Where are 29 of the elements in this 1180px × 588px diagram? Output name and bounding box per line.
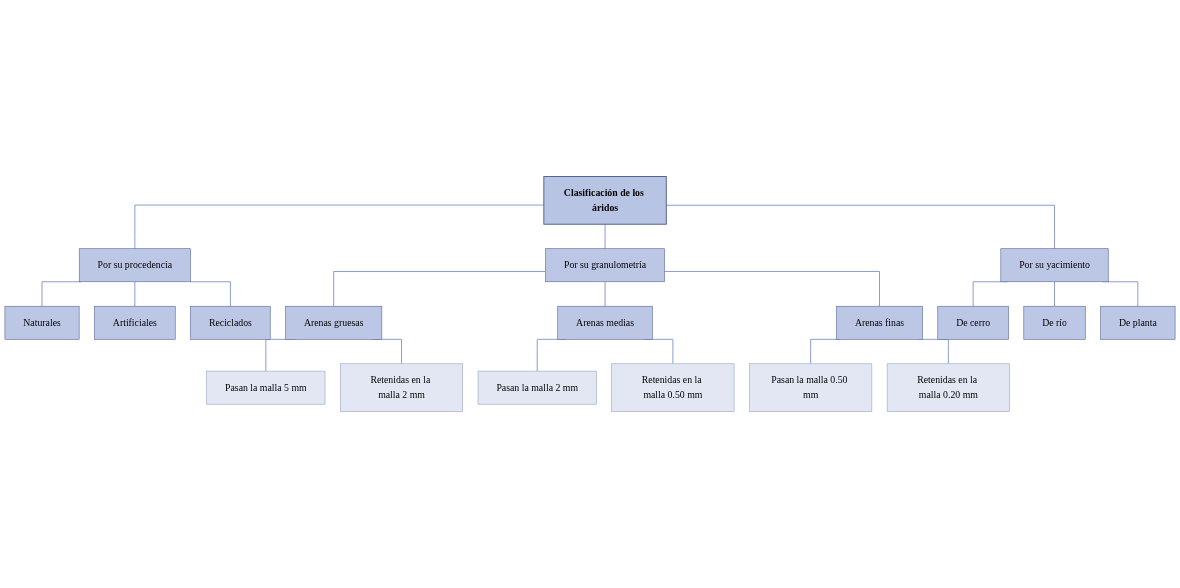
connector <box>333 271 547 307</box>
connector <box>41 281 82 307</box>
connector <box>664 270 880 307</box>
node-box: Arenas medias <box>557 305 653 340</box>
node-box: De río <box>1023 305 1086 340</box>
node-box: Por su yacimiento <box>1000 248 1109 283</box>
node-box: De planta <box>1100 305 1176 340</box>
connector <box>134 281 136 307</box>
connector <box>134 204 545 250</box>
node-box: Clasificación de los áridos <box>543 176 667 225</box>
node-box: Por su procedencia <box>78 248 191 283</box>
connector <box>604 223 606 250</box>
connector <box>189 281 231 307</box>
node-box: De cerro <box>937 305 1009 340</box>
node-box: Retenidas en la malla 2 mm <box>340 363 464 412</box>
node-box: Arenas finas <box>836 305 923 340</box>
node-box: Reciclados <box>190 305 271 340</box>
node-box: Naturales <box>4 305 80 340</box>
node-box: Artificiales <box>94 305 176 340</box>
connector <box>604 281 606 307</box>
connector <box>665 204 1055 250</box>
node-box: Retenidas en la malla 0.20 mm <box>886 363 1010 412</box>
node-box: Por su granulometría <box>545 248 665 283</box>
node-box: Pasan la malla 5 mm <box>206 370 326 405</box>
node-box: Pasan la malla 0.50 mm <box>749 363 873 412</box>
connector <box>1054 281 1055 307</box>
node-box: Pasan la malla 2 mm <box>477 370 597 405</box>
node-box: Retenidas en la malla 0.50 mm <box>611 363 735 412</box>
node-box: Arenas gruesas <box>285 305 383 340</box>
